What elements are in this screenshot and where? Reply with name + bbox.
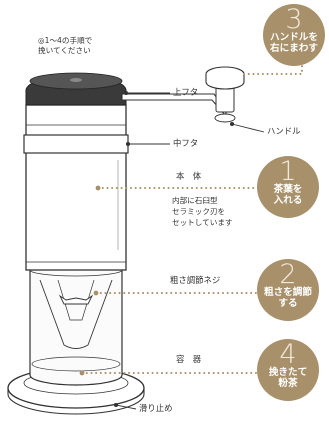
step-number: 3 <box>285 4 303 35</box>
label-top-lid: 上フタ <box>173 87 199 97</box>
step-text: 粗さを調節 する <box>264 287 312 310</box>
step-badge-1: 1 茶葉を 入れる <box>257 156 319 218</box>
label-handle: ハンドル <box>267 126 301 136</box>
middle-lid-band <box>23 134 129 154</box>
step-text: 茶葉を 入れる <box>273 184 303 207</box>
step-number: 1 <box>279 156 297 187</box>
label-middle-lid: 中フタ <box>173 138 199 148</box>
step-badge-4: 4 挽きたて 粉茶 <box>257 339 319 401</box>
step-number: 2 <box>279 259 297 290</box>
container-glass <box>29 270 123 386</box>
step-number: 4 <box>279 339 297 370</box>
step-text: 挽きたて 粉茶 <box>268 367 308 390</box>
label-container: 容 器 <box>176 354 202 364</box>
leader-non-slip <box>115 404 137 410</box>
grinding-cone <box>39 279 113 349</box>
label-body-desc: 内部に石臼型 セラミック刃を セットしています <box>172 196 233 227</box>
adjust-wing <box>58 294 94 305</box>
step-badge-2: 2 粗さを調節 する <box>257 259 319 321</box>
label-body: 本 体 <box>176 171 202 181</box>
leader-step3 <box>243 61 303 75</box>
step-badge-3: 3 ハンドルを 右にまわす <box>263 4 325 66</box>
grinder-body <box>25 104 127 271</box>
step-text: ハンドルを 右にまわす <box>270 32 318 55</box>
instruction-note: ◎1〜4の手順で 挽いてください <box>38 36 93 56</box>
label-non-slip: 滑り止め <box>139 403 173 413</box>
label-adjust-screw: 粗さ調節ネジ <box>170 275 221 285</box>
leader-handle <box>231 123 265 133</box>
